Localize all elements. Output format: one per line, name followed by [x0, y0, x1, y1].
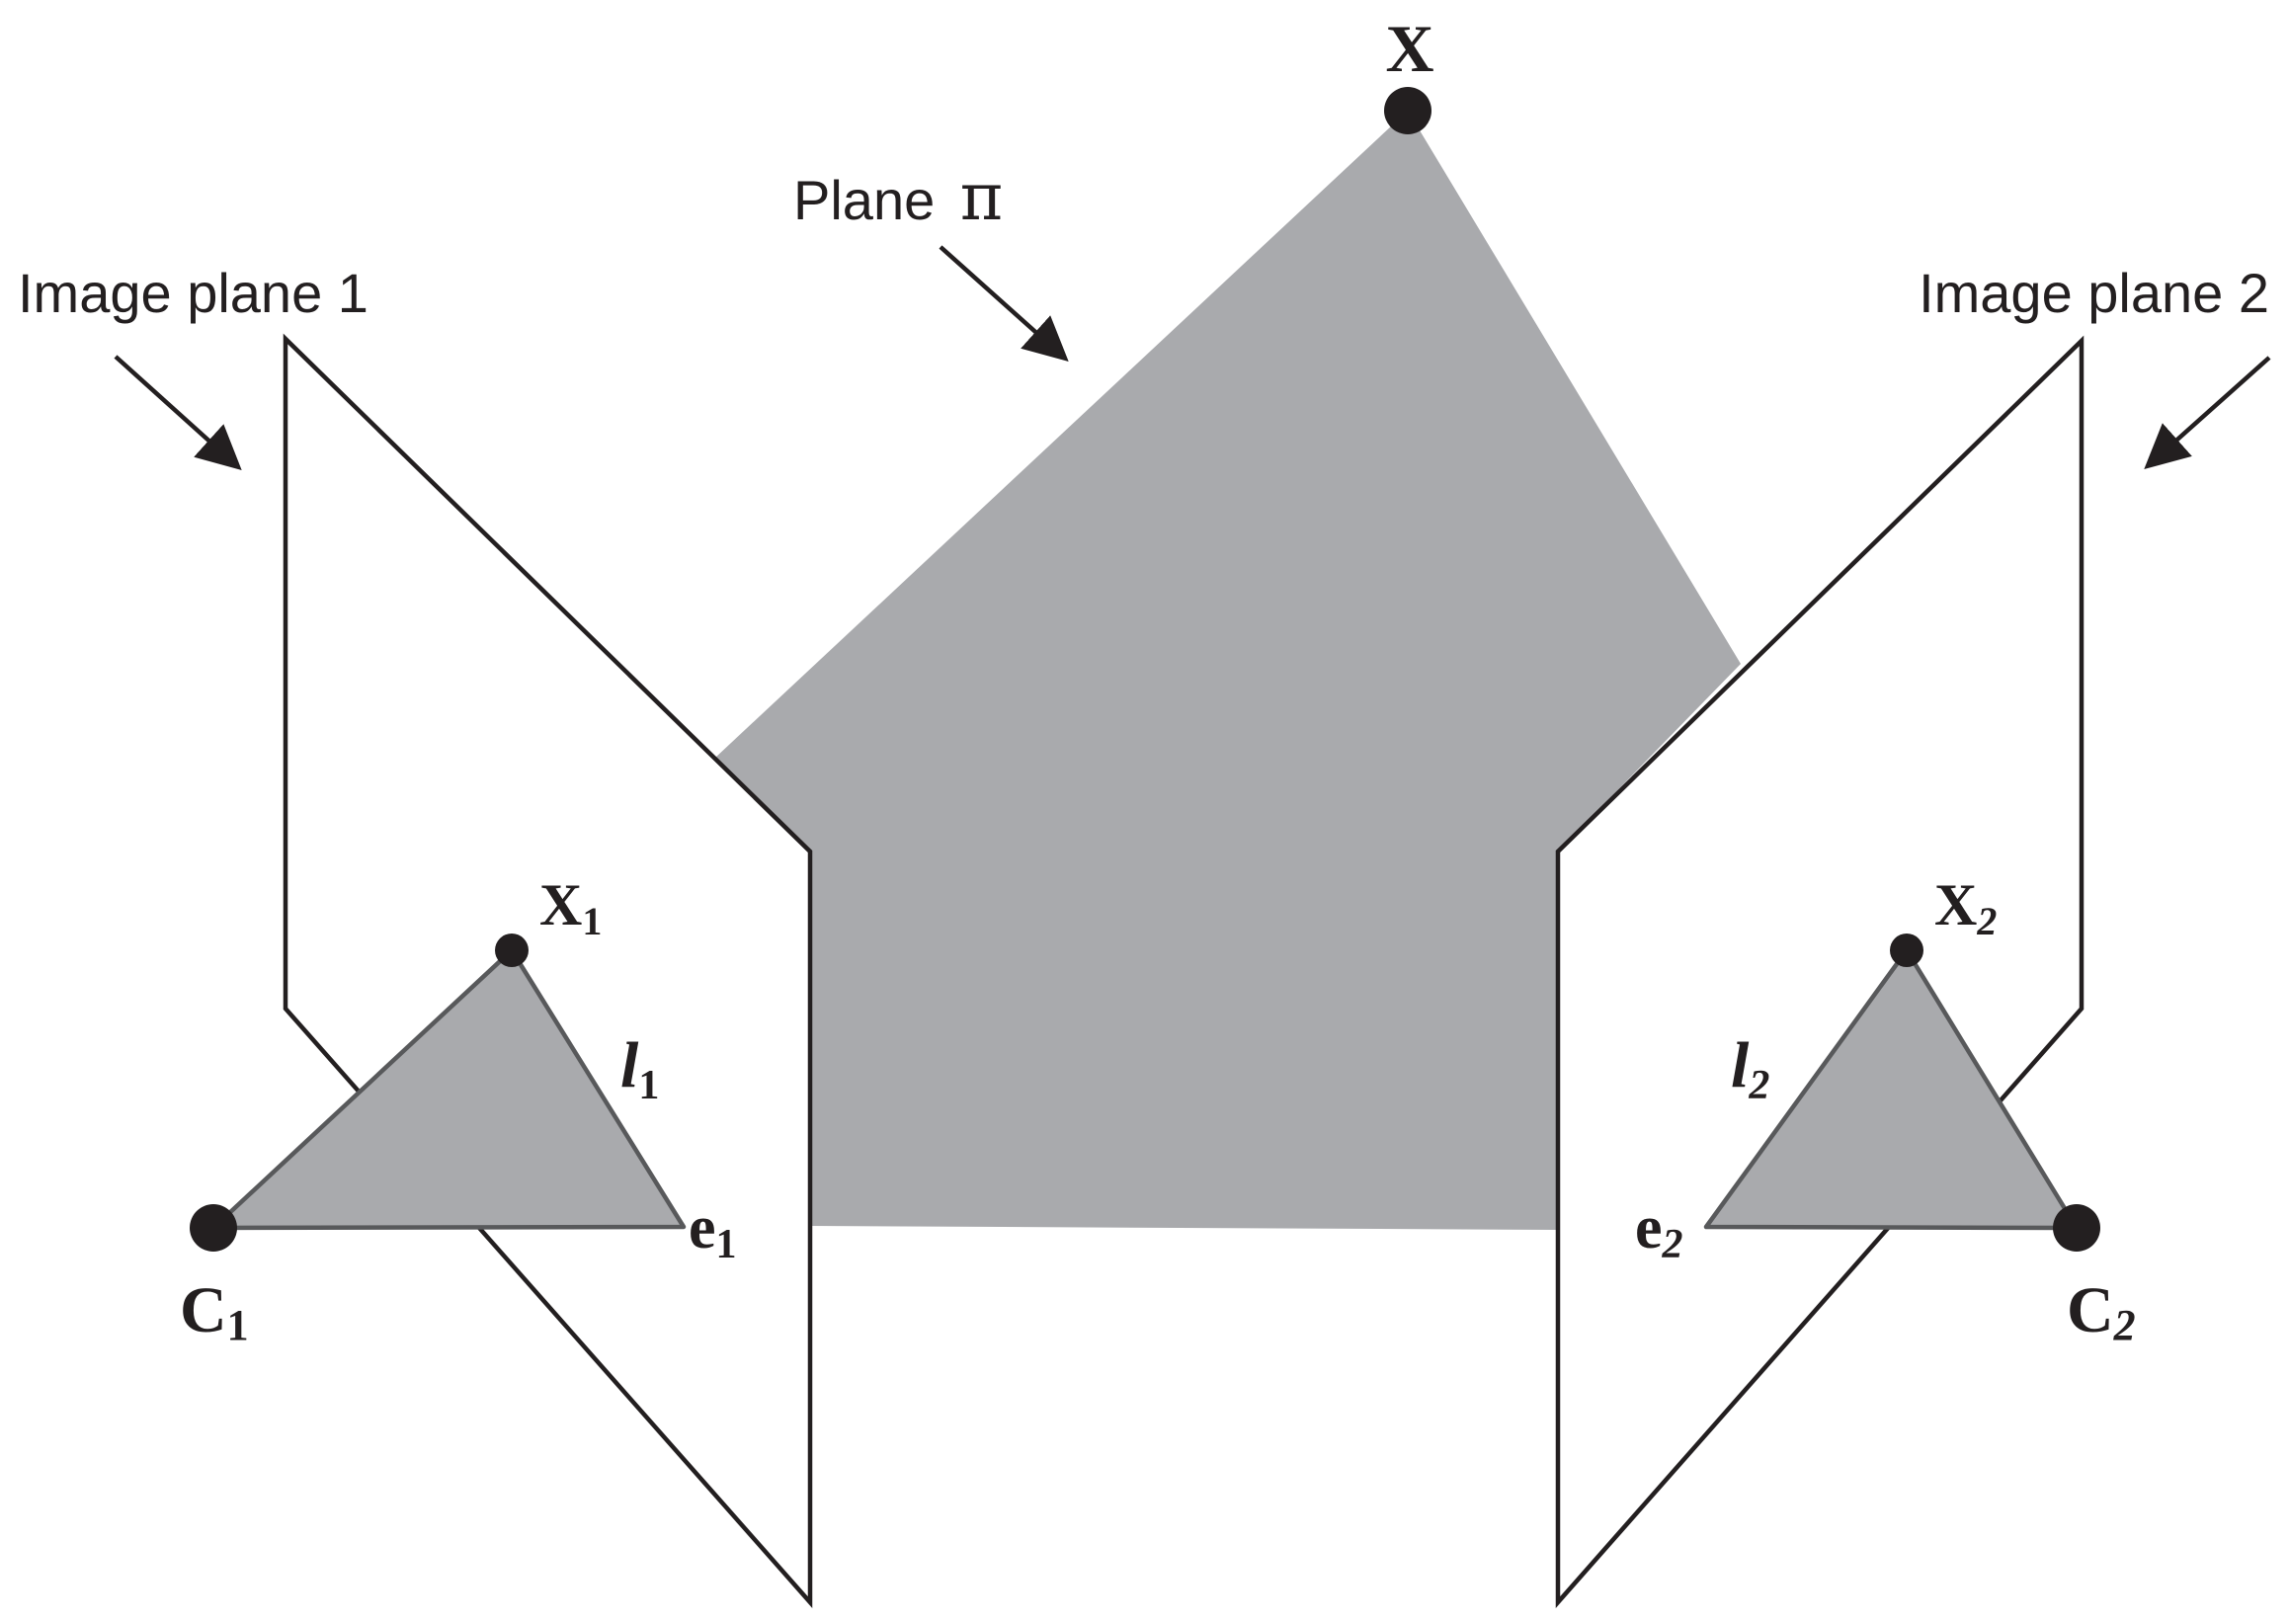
image-plane-2	[1555, 335, 2085, 1608]
label-image-plane-2: Image plane 2	[1919, 262, 2269, 324]
label-l1: l1	[620, 1029, 659, 1108]
camera-center-c2	[2053, 1204, 2100, 1252]
arrow-plane-pi	[939, 245, 1069, 362]
epipolar-triangle-2	[1703, 947, 2080, 1231]
label-c2: C2	[2067, 1274, 2136, 1349]
label-point-x: X	[1385, 11, 1433, 86]
point-x	[1384, 87, 1431, 134]
point-x1	[495, 934, 529, 967]
arrow-image-plane-1	[114, 355, 242, 471]
label-x2: X2	[1934, 872, 1997, 943]
label-x1: X1	[539, 872, 602, 943]
label-e2: e2	[1635, 1194, 1683, 1267]
camera-center-c1	[190, 1204, 237, 1252]
epipolar-triangle-1	[210, 947, 687, 1231]
epipolar-plane-pi	[715, 111, 1741, 1230]
label-plane-pi: Plane π	[793, 159, 1003, 235]
image-plane-1	[283, 333, 813, 1608]
point-x2	[1890, 934, 1923, 967]
arrow-image-plane-2	[2144, 356, 2271, 469]
label-e1: e1	[689, 1194, 737, 1267]
label-l2: l2	[1731, 1029, 1769, 1108]
label-image-plane-1: Image plane 1	[18, 262, 368, 324]
label-c1: C1	[180, 1274, 249, 1349]
